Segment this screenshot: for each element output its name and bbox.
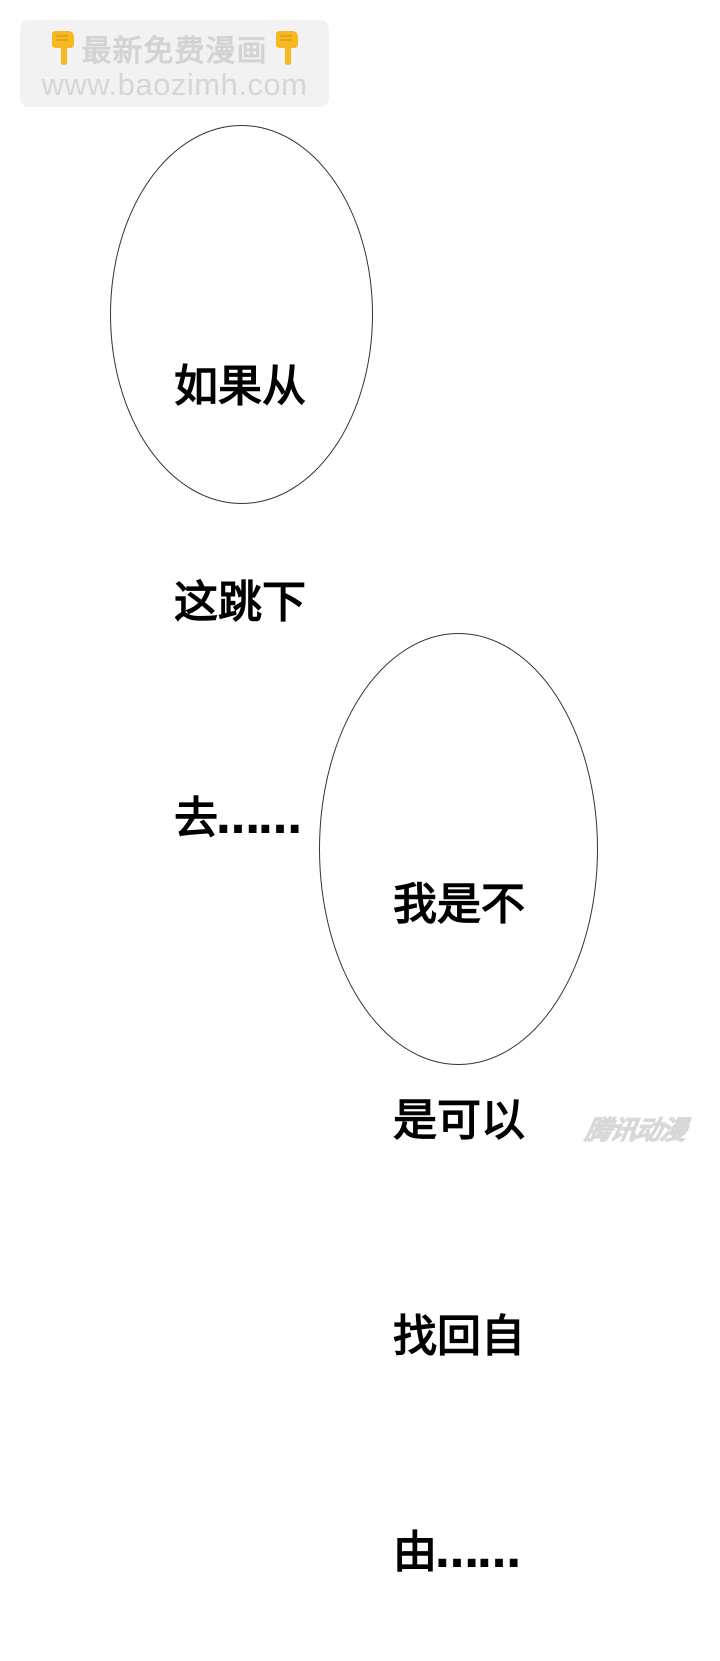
site-watermark: 最新免费漫画 www.baozimh.com — [20, 20, 329, 107]
bubble-line: 是可以 — [393, 1095, 525, 1146]
pointing-down-hand-icon — [51, 31, 74, 65]
watermark-title: 最新免费漫画 — [81, 34, 268, 69]
speech-bubble-1-text: 如果从 这跳下 去…… — [174, 207, 306, 927]
bubble-line: 去…… — [174, 793, 302, 844]
bubble-line: 这跳下 — [174, 577, 306, 628]
watermark-url: www.baozimh.com — [41, 67, 308, 102]
speech-bubble-2 — [319, 633, 598, 1065]
bubble-line: 如果从 — [174, 361, 306, 412]
speech-bubble-2-text: 我是不 是可以 找回自 由…… — [393, 725, 525, 1661]
speech-bubble-1 — [110, 125, 373, 504]
bubble-line: 我是不 — [393, 879, 525, 930]
publisher-watermark: 腾讯动漫 — [582, 1116, 689, 1147]
watermark-title-row: 最新免费漫画 — [20, 28, 329, 69]
bubble-line: 由…… — [393, 1527, 521, 1578]
bubble-line: 找回自 — [393, 1311, 525, 1362]
pointing-down-hand-icon — [275, 31, 298, 65]
